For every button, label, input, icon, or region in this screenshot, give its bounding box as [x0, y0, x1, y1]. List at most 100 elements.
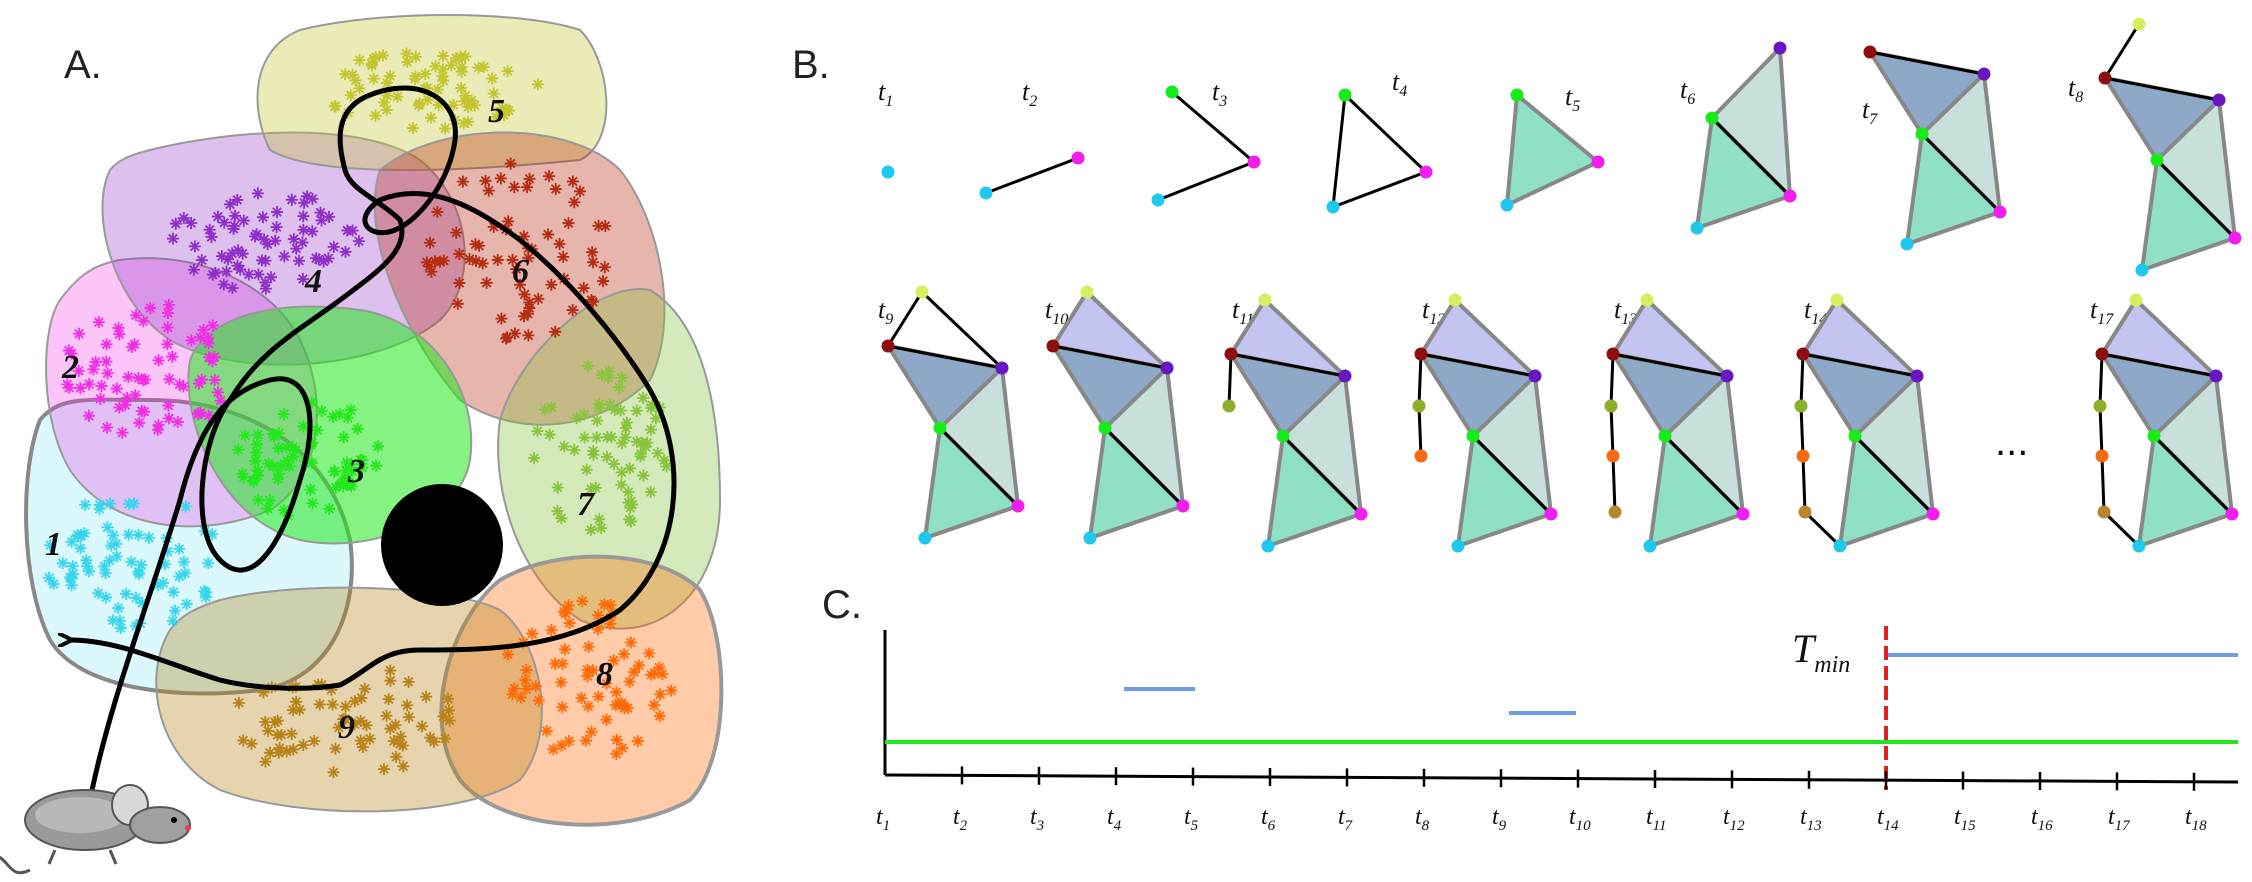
vertex [1658, 429, 1672, 443]
simplex-1 [1420, 352, 1536, 378]
spike-marker [278, 504, 291, 517]
time-label-sub: 8 [2075, 89, 2083, 106]
spike-marker [349, 74, 362, 87]
spike-marker [646, 399, 659, 412]
vertex [1176, 499, 1190, 513]
spike-marker [487, 220, 500, 233]
spike-marker [462, 100, 475, 113]
spike-marker [275, 728, 288, 741]
spike-marker [112, 321, 125, 334]
spike-marker [81, 560, 94, 573]
spike-marker [587, 256, 600, 269]
spike-marker [643, 647, 656, 660]
spike-marker [407, 122, 420, 135]
spike-marker [169, 604, 182, 617]
spike-marker [581, 663, 594, 676]
spike-marker [372, 440, 385, 453]
spike-marker [355, 691, 368, 704]
vertex [1046, 339, 1060, 353]
spike-marker [110, 550, 123, 563]
vertex [1528, 369, 1542, 383]
time-label-base: t [2090, 295, 2098, 324]
spike-marker [644, 423, 657, 436]
simplex-1 [1609, 405, 1615, 457]
spike-marker [113, 614, 126, 627]
time-label-sub: 6 [1687, 91, 1695, 108]
spike-marker [653, 709, 666, 722]
spike-marker [454, 50, 467, 63]
spike-marker [589, 481, 602, 494]
spike-marker [301, 190, 314, 203]
vertex [1071, 151, 1085, 165]
spike-marker [432, 98, 445, 111]
tick-label: t2 [953, 804, 968, 834]
spike-marker [231, 259, 244, 272]
simplex-1 [1803, 510, 1842, 548]
spike-marker [598, 261, 611, 274]
tick-label: t9 [1492, 804, 1507, 834]
vertex [1690, 221, 1704, 235]
spike-marker [269, 716, 282, 729]
panel-a-label: A. [64, 43, 102, 87]
spike-marker [582, 359, 595, 372]
vertex [1591, 155, 1605, 169]
spike-marker [44, 539, 57, 552]
time-label: t3 [1212, 77, 1227, 110]
spike-marker [306, 225, 319, 238]
complex-t7: t7 [1862, 45, 2007, 251]
spike-marker [152, 354, 165, 367]
spike-marker [556, 701, 569, 714]
vertex [2150, 153, 2164, 167]
spike-marker [132, 371, 145, 384]
spike-marker [293, 254, 306, 267]
spike-marker [258, 233, 271, 246]
spike-marker [601, 431, 614, 444]
spike-marker [197, 323, 210, 336]
simplex-1 [1103, 426, 1185, 508]
spike-marker [529, 680, 542, 693]
spike-marker [592, 623, 605, 636]
spike-marker [137, 374, 150, 387]
spike-marker [188, 240, 201, 253]
spike-marker [261, 502, 274, 515]
vertex [1151, 193, 1165, 207]
spike-marker [65, 535, 78, 548]
spike-marker [380, 77, 393, 90]
spike-marker [604, 617, 617, 630]
spike-marker [502, 215, 515, 228]
vertex [1224, 347, 1238, 361]
spike-marker [402, 711, 415, 724]
vertex [1414, 347, 1428, 361]
spike-marker [528, 452, 541, 465]
spike-marker [421, 93, 434, 106]
spike-marker [130, 619, 143, 632]
spike-marker [453, 277, 466, 290]
spike-marker [473, 239, 486, 252]
spike-marker [250, 446, 263, 459]
field-label-3: 3 [347, 453, 365, 490]
spike-marker [232, 696, 245, 709]
spike-marker [369, 109, 382, 122]
spike-marker [137, 315, 150, 328]
spike-marker [179, 567, 192, 580]
spike-marker [130, 591, 143, 604]
spike-marker [271, 206, 284, 219]
spike-marker [346, 224, 359, 237]
spike-marker [310, 252, 323, 265]
spike-marker [570, 412, 583, 425]
spike-marker [341, 472, 354, 485]
spike-marker [163, 373, 176, 386]
spike-marker [251, 428, 264, 441]
spike-marker [545, 624, 558, 637]
time-label-sub: 3 [1218, 93, 1227, 110]
vertex [1326, 200, 1340, 214]
spike-marker [142, 531, 155, 544]
spike-marker [394, 738, 407, 751]
spike-marker [540, 724, 553, 737]
vertex [1640, 293, 1654, 307]
spike-marker [604, 598, 617, 611]
spike-marker [510, 263, 523, 276]
time-label: t6 [1680, 75, 1695, 108]
spike-marker [597, 275, 610, 288]
simplex-1 [2152, 434, 2234, 516]
